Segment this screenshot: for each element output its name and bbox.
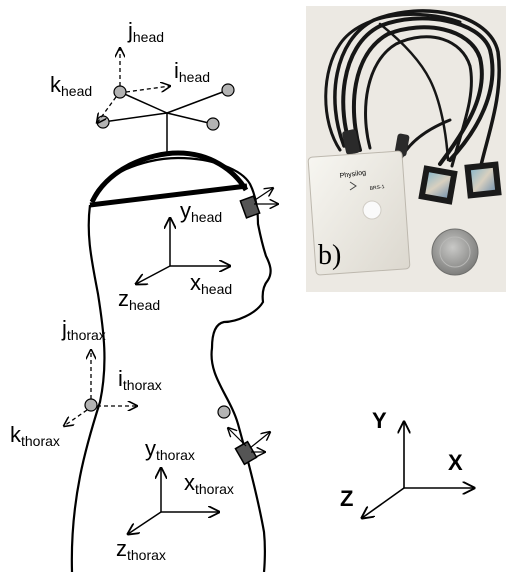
coin — [432, 229, 478, 275]
label-k-head: khead — [50, 72, 92, 99]
label-global-z: Z — [340, 486, 353, 511]
photo-panel: Physilog BRS-1 b) — [306, 6, 506, 292]
marker-thorax — [85, 399, 97, 411]
label-k-thorax: kthorax — [10, 422, 60, 449]
label-z-head: zhead — [118, 286, 160, 313]
label-x-head: xhead — [190, 270, 232, 297]
sensor-pod-right — [464, 161, 501, 198]
label-z-thorax: zthorax — [116, 536, 166, 563]
head-band — [90, 186, 247, 205]
label-global-y: Y — [372, 408, 387, 433]
head-frame-axes — [136, 218, 230, 284]
marker-head-back — [207, 118, 219, 130]
thorax-frame-axes — [128, 468, 219, 534]
sternum-sensor — [218, 406, 270, 464]
label-x-thorax: xthorax — [184, 470, 234, 497]
label-i-thorax: ithorax — [118, 366, 162, 393]
marker-head-origin — [114, 86, 126, 98]
marker-head-left — [97, 116, 109, 128]
label-j-head: jhead — [127, 18, 164, 45]
label-global-x: X — [448, 450, 463, 475]
label-i-head: ihead — [174, 58, 210, 85]
sensor-pod-left — [418, 165, 457, 204]
head-marker-cluster — [97, 48, 234, 153]
marker-sternum — [218, 406, 230, 418]
label-y-thorax: ythorax — [145, 436, 195, 463]
label-y-head: yhead — [180, 198, 222, 225]
body-silhouette — [72, 158, 271, 572]
panel-label-b: b) — [318, 240, 341, 271]
label-j-thorax: jthorax — [61, 316, 106, 343]
marker-head-right — [222, 84, 234, 96]
head-sensor — [240, 188, 278, 218]
